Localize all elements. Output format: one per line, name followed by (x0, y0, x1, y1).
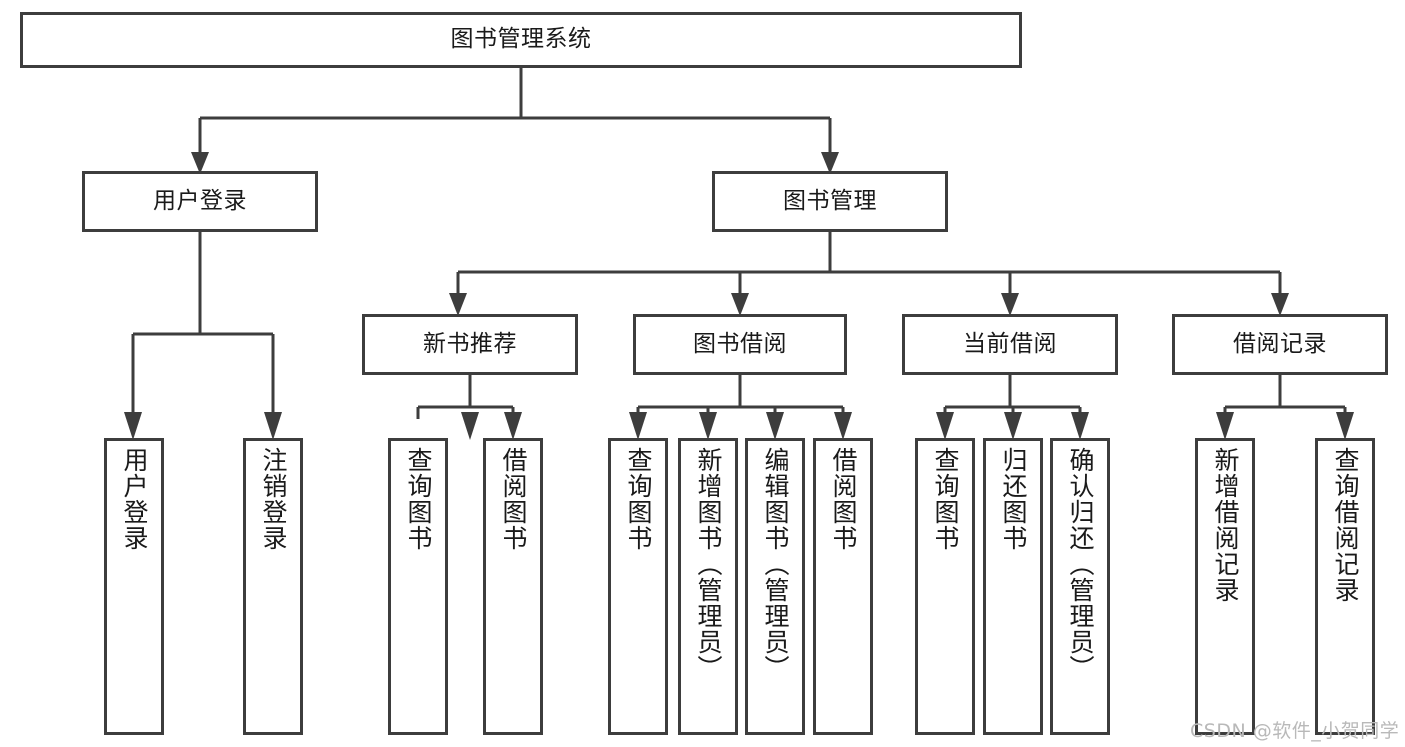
node-label: 查询图书 (624, 447, 653, 551)
node-label: 用户登录 (153, 187, 247, 214)
node-label: 归还图书 (999, 447, 1028, 551)
node-label: 借阅图书 (829, 447, 858, 551)
node-label: 借阅图书 (499, 447, 528, 551)
leaf-record-add-record[interactable]: 新增借阅记录 (1195, 438, 1255, 735)
leaf-borrow-edit-book[interactable]: 编辑图书（管理员） (745, 438, 805, 735)
node-label: 新增借阅记录 (1211, 447, 1240, 603)
node-current-borrow[interactable]: 当前借阅 (902, 314, 1118, 375)
leaf-current-confirm-return[interactable]: 确认归还（管理员） (1050, 438, 1110, 735)
node-label: 借阅记录 (1233, 330, 1327, 357)
node-root-system[interactable]: 图书管理系统 (20, 12, 1022, 68)
leaf-borrow-query-book[interactable]: 查询图书 (608, 438, 668, 735)
node-label: 注销登录 (259, 447, 288, 551)
leaf-current-query-book[interactable]: 查询图书 (915, 438, 975, 735)
leaf-user-login-logout[interactable]: 注销登录 (243, 438, 303, 735)
node-label: 新增图书（管理员） (694, 447, 723, 681)
node-label: 图书管理 (783, 187, 877, 214)
leaf-recommend-borrow-book[interactable]: 借阅图书 (483, 438, 543, 735)
node-label: 查询图书 (404, 447, 433, 551)
leaf-borrow-add-book[interactable]: 新增图书（管理员） (678, 438, 738, 735)
node-borrow-record[interactable]: 借阅记录 (1172, 314, 1388, 375)
node-user-login[interactable]: 用户登录 (82, 171, 318, 232)
node-book-management[interactable]: 图书管理 (712, 171, 948, 232)
node-label: 编辑图书（管理员） (761, 447, 790, 681)
leaf-user-login-login[interactable]: 用户登录 (104, 438, 164, 735)
node-label: 图书借阅 (693, 330, 787, 357)
node-label: 当前借阅 (963, 330, 1057, 357)
leaf-recommend-query-book[interactable]: 查询图书 (388, 438, 448, 735)
leaf-record-query-record[interactable]: 查询借阅记录 (1315, 438, 1375, 735)
node-label: 确认归还（管理员） (1066, 447, 1095, 681)
leaf-borrow-borrow-book[interactable]: 借阅图书 (813, 438, 873, 735)
node-book-borrow[interactable]: 图书借阅 (633, 314, 847, 375)
node-label: 图书管理系统 (450, 26, 592, 53)
node-label: 用户登录 (120, 447, 149, 551)
node-new-book-recommend[interactable]: 新书推荐 (362, 314, 578, 375)
node-label: 新书推荐 (423, 330, 517, 357)
leaf-current-return-book[interactable]: 归还图书 (983, 438, 1043, 735)
watermark-text: CSDN @软件_小贺同学 (1190, 720, 1400, 742)
node-label: 查询借阅记录 (1331, 447, 1360, 603)
node-label: 查询图书 (931, 447, 960, 551)
